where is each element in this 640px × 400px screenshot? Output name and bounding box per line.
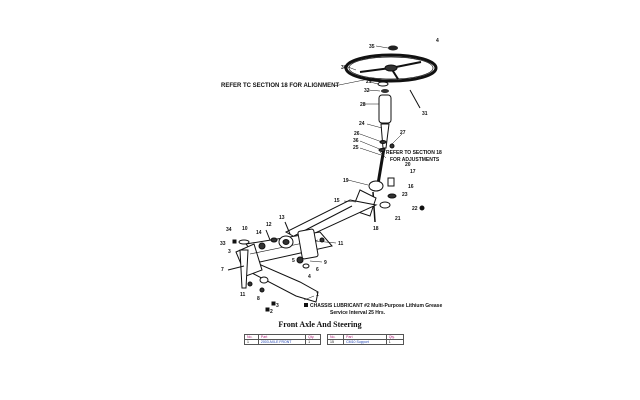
callout-number: 11 xyxy=(338,241,344,247)
callout-number: 8 xyxy=(257,296,260,302)
callout-number: 3 xyxy=(276,303,279,309)
cell-part-link[interactable]: 2003 AXLE FRONT xyxy=(257,339,307,345)
callout-number: 27 xyxy=(400,130,406,136)
callout-number: 10 xyxy=(242,226,248,232)
callout-number: 17 xyxy=(410,169,416,175)
parts-table-right: No. Part Qty. 15 CM10 Support 1 xyxy=(326,334,405,345)
callout-number: 12 xyxy=(266,222,272,228)
callout-number: 21 xyxy=(395,216,401,222)
spindle-assembly xyxy=(227,205,425,312)
cell-qty: 1 xyxy=(385,339,405,345)
front-axle xyxy=(235,228,333,303)
nut-part xyxy=(377,81,389,87)
callout-number: 11 xyxy=(240,292,246,298)
callout-number: 14 xyxy=(256,230,262,236)
callout-number: 18 xyxy=(373,226,379,232)
callout-number: 33 xyxy=(220,241,226,247)
callout-number: 23 xyxy=(402,192,408,198)
callout-number: 19 xyxy=(343,178,349,184)
callout-number: 13 xyxy=(279,215,285,221)
lubricant-symbol-icon xyxy=(304,303,308,307)
callout-number: 9 xyxy=(324,260,327,266)
callout-number: 32 xyxy=(364,88,370,94)
adjustments-note-line1: REFER TO SECTION 18 xyxy=(386,150,442,156)
callout-number: 7 xyxy=(221,267,224,273)
leader-lines xyxy=(303,45,403,301)
callout-number: 24 xyxy=(359,121,365,127)
callout-number: 20 xyxy=(405,162,411,168)
callout-number: 1 xyxy=(316,292,319,298)
table-row: 1 2003 AXLE FRONT 1 xyxy=(244,339,321,345)
alignment-note: REFER TC SECTION 18 FOR ALIGNMENT xyxy=(221,83,339,89)
callout-number: 6 xyxy=(316,267,319,273)
lubricant-note-line1: CHASSIS LUBRICANT #2 Multi-Purpose Lithi… xyxy=(310,303,442,309)
cell-part-link[interactable]: CM10 Support xyxy=(343,339,387,345)
adjustments-note-line2: FOR ADJUSTMENTS xyxy=(390,157,440,163)
callout-number: 4 xyxy=(308,274,311,280)
cell-qty: 1 xyxy=(305,339,321,345)
callout-number: 28 xyxy=(360,102,366,108)
steering-wheel xyxy=(344,53,438,83)
callout-labels: 35 30 29 32 28 31 24 27 26 36 25 20 17 1… xyxy=(220,44,428,315)
callout-number: 3 xyxy=(228,249,231,255)
callout-number: 31 xyxy=(422,111,428,117)
cap-part xyxy=(388,45,398,51)
callout-number: 16 xyxy=(408,184,414,190)
washer-part xyxy=(381,89,389,93)
lubricant-note-line2: Service Interval 25 Hrs. xyxy=(330,310,386,316)
diagram-title: Front Axle And Steering xyxy=(278,320,362,329)
parts-table-left: No. Part Qty. 1 2003 AXLE FRONT 1 xyxy=(244,334,321,345)
callout-number: 2 xyxy=(270,309,273,315)
callout-number: 22 xyxy=(412,206,418,212)
cell-no: 15 xyxy=(326,339,345,345)
table-row: 15 CM10 Support 1 xyxy=(326,339,405,345)
callout-number: 15 xyxy=(334,198,340,204)
callout-number: 30 xyxy=(341,65,347,71)
callout-number: 29 xyxy=(366,79,372,85)
callout-number: 36 xyxy=(353,138,359,144)
callout-number: 35 xyxy=(369,44,375,50)
page-marker: 4 xyxy=(436,38,439,44)
callout-number: 25 xyxy=(353,145,359,151)
callout-number: 34 xyxy=(226,227,232,233)
callout-number: 5 xyxy=(292,258,295,264)
pin-part xyxy=(409,89,421,109)
steering-column xyxy=(376,94,395,185)
callout-number: 26 xyxy=(354,131,360,137)
cell-no: 1 xyxy=(244,339,259,345)
